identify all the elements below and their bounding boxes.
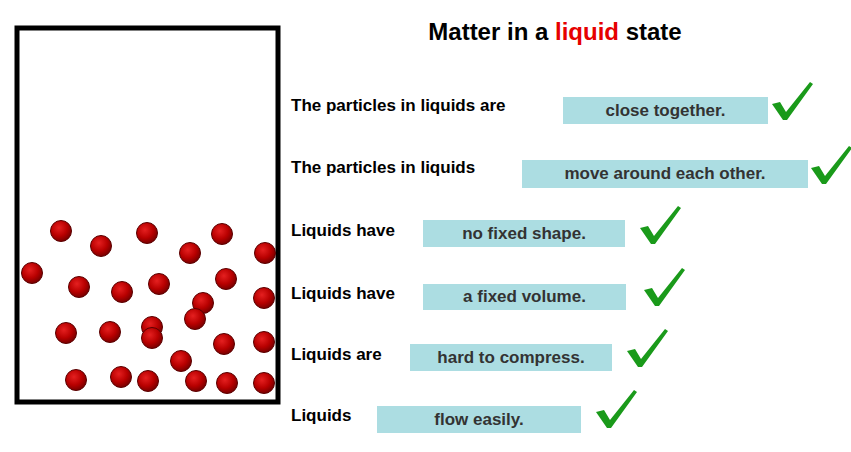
particle bbox=[22, 263, 43, 284]
particle bbox=[69, 277, 90, 298]
particle bbox=[254, 332, 275, 353]
particle bbox=[254, 373, 275, 394]
particle bbox=[214, 334, 235, 355]
checkmark bbox=[811, 146, 851, 184]
title: Matter in a liquid state bbox=[330, 18, 780, 46]
answer-box: hard to compress. bbox=[410, 344, 612, 371]
particle bbox=[112, 282, 133, 303]
particle bbox=[149, 274, 170, 295]
sentence-prompt: Liquids bbox=[291, 406, 351, 426]
sentence-prompt: The particles in liquids bbox=[291, 158, 475, 178]
answer-box: flow easily. bbox=[377, 406, 581, 433]
particle bbox=[56, 323, 77, 344]
sentence-prompt: Liquids are bbox=[291, 345, 382, 365]
particle bbox=[66, 370, 87, 391]
particle bbox=[142, 328, 163, 349]
answer-text: a fixed volume. bbox=[463, 287, 586, 307]
container bbox=[17, 28, 278, 402]
particles bbox=[22, 221, 276, 394]
checkmarks bbox=[596, 82, 851, 428]
particle bbox=[216, 269, 237, 290]
particle bbox=[138, 371, 159, 392]
sentence-prompt: The particles in liquids are bbox=[291, 96, 505, 116]
answer-box: move around each other. bbox=[522, 160, 808, 188]
checkmark bbox=[596, 390, 637, 428]
particle bbox=[217, 373, 238, 394]
particle bbox=[212, 224, 233, 245]
particle bbox=[91, 236, 112, 257]
particle bbox=[180, 243, 201, 264]
particle bbox=[51, 221, 72, 242]
answer-text: no fixed shape. bbox=[462, 224, 586, 244]
checkmark bbox=[772, 82, 813, 120]
answer-box: no fixed shape. bbox=[423, 220, 625, 247]
sentence-prompt: Liquids have bbox=[291, 221, 395, 241]
particle bbox=[186, 371, 207, 392]
checkmark bbox=[627, 329, 668, 367]
particle bbox=[171, 351, 192, 372]
answer-text: hard to compress. bbox=[437, 348, 584, 368]
particle bbox=[255, 243, 276, 264]
particle bbox=[100, 322, 121, 343]
particle bbox=[254, 288, 275, 309]
sentence-prompt: Liquids have bbox=[291, 284, 395, 304]
particle bbox=[185, 309, 206, 330]
particle bbox=[137, 223, 158, 244]
checkmark bbox=[640, 206, 681, 244]
answer-text: close together. bbox=[606, 101, 726, 121]
checkmark bbox=[644, 268, 685, 306]
answer-box: close together. bbox=[563, 97, 768, 124]
particle bbox=[111, 367, 132, 388]
answer-text: move around each other. bbox=[564, 164, 765, 184]
answer-text: flow easily. bbox=[434, 410, 523, 430]
answer-box: a fixed volume. bbox=[423, 284, 626, 310]
